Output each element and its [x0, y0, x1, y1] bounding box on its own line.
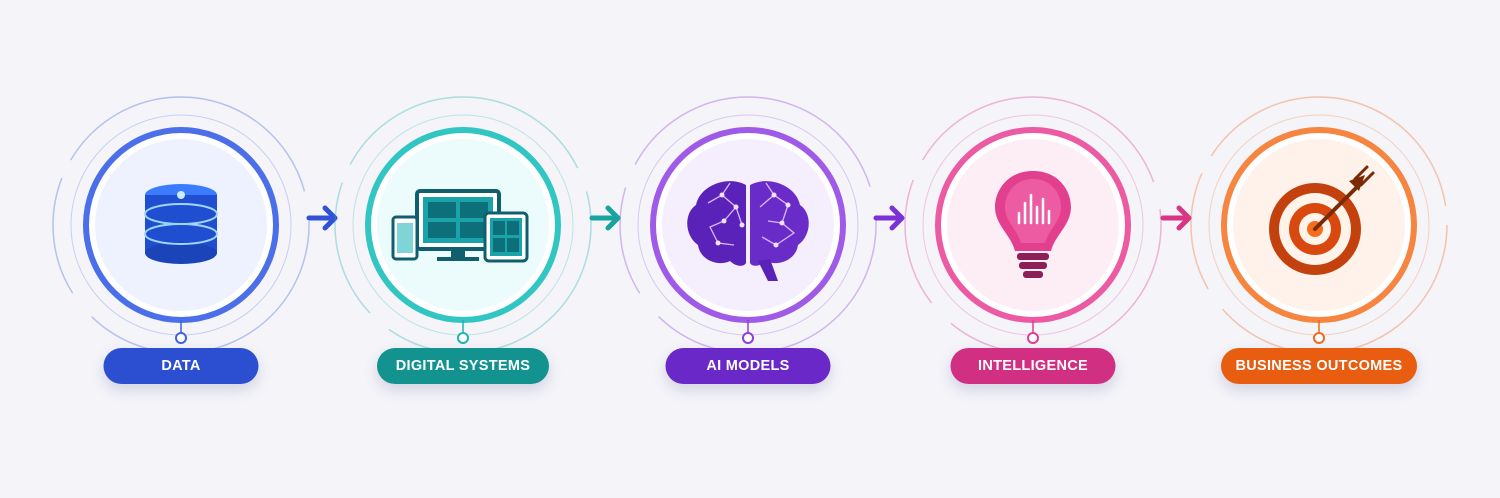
data-ring — [52, 96, 310, 354]
brain-icon — [687, 181, 809, 281]
step-label: INTELLIGENCE — [978, 358, 1088, 374]
step-label-pill: DATA — [103, 348, 259, 384]
devices-icon — [391, 189, 529, 263]
target-icon — [1269, 165, 1375, 275]
step-label-pill: DIGITAL SYSTEMS — [377, 348, 549, 384]
flow-arrow-3 — [870, 200, 910, 236]
lightbulb-icon — [995, 171, 1071, 278]
step-label: DIGITAL SYSTEMS — [395, 358, 531, 374]
step-intelligence: INTELLIGENCE — [903, 95, 1163, 405]
arrow-right-icon — [589, 205, 621, 231]
arrow-right-icon — [1160, 205, 1192, 231]
business-outcomes-ring — [1190, 96, 1448, 354]
step-label-pill: BUSINESS OUTCOMES — [1221, 348, 1417, 384]
ai-models-ring — [619, 96, 877, 354]
flow-arrow-4 — [1157, 200, 1197, 236]
step-label: AI MODELS — [706, 358, 790, 374]
digital-systems-ring — [334, 96, 592, 354]
step-ai-models: AI MODELS — [618, 95, 878, 405]
step-label: BUSINESS OUTCOMES — [1235, 358, 1403, 374]
intelligence-ring — [904, 96, 1162, 354]
arrow-right-icon — [873, 205, 905, 231]
step-label: DATA — [161, 358, 201, 374]
database-icon — [144, 184, 218, 264]
step-digital-systems: DIGITAL SYSTEMS — [333, 95, 593, 405]
step-business-outcomes: BUSINESS OUTCOMES — [1189, 95, 1449, 405]
step-label-pill: INTELLIGENCE — [950, 348, 1116, 384]
step-data: DATA — [51, 95, 311, 405]
flow-arrow-2 — [586, 200, 626, 236]
arrow-right-icon — [306, 205, 338, 231]
step-label-pill: AI MODELS — [665, 348, 831, 384]
flow-arrow-1 — [303, 200, 343, 236]
